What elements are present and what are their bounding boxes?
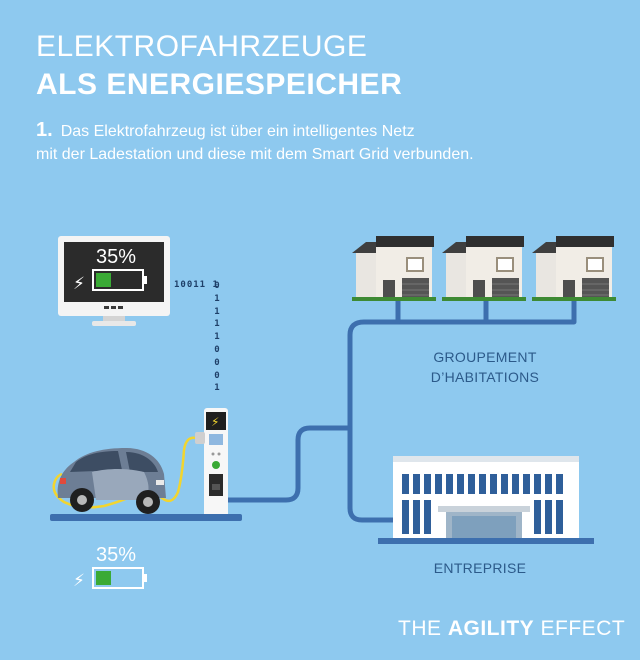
car-battery-charge-label: 35% [96,544,137,566]
monitor-bolt-icon: ⚡ [73,274,85,294]
data-stream-vertical: 0 1 1 1 1 0 0 0 1 [214,281,220,394]
station-link [225,425,353,503]
brand-suffix: EFFECT [534,617,626,640]
house-bus [395,297,577,325]
enterprise-building [378,456,594,544]
title-line-2: ALS ENERGIESPEICHER [36,68,403,101]
data-stream-horizontal: 10011 1 [174,280,219,290]
house-group [352,236,616,301]
car-battery: ⚡ [73,567,147,591]
battery-bolt-icon: ⚡ [73,571,85,591]
electric-car [57,448,166,514]
homes-label: GROUPEMENT D’HABITATIONS [405,347,565,387]
step-number: 1. [36,119,53,141]
brand-prefix: THE [398,617,448,640]
ground-line [50,514,242,521]
monitor-charge-label: 35% [96,246,137,268]
house-2 [442,236,526,301]
grid-wiring [225,297,577,523]
monitor: ⚡ [58,236,170,326]
station-bolt-icon: ⚡ [211,415,219,429]
house-1 [352,236,436,301]
title-line-1: ELEKTROFAHRZEUGE [36,30,368,63]
building-windows [402,474,563,534]
main-trunk [347,319,401,523]
house-3 [532,236,616,301]
monitor-battery-fill [96,273,111,287]
homes-label-line-2: D’HABITATIONS [430,369,540,385]
brand-logo: THE AGILITY EFFECT [398,617,625,641]
brand-strong: AGILITY [447,617,535,640]
step-line-1: Das Elektrofahrzeug ist über ein intelli… [60,123,415,140]
homes-label-line-1: GROUPEMENT [433,349,537,365]
enterprise-label: ENTREPRISE [433,560,527,576]
charging-station: ⚡ [204,408,228,520]
step-line-2: mit der Ladestation und diese mit dem Sm… [36,146,474,163]
car-battery-fill [96,571,111,585]
step-description: 1. Das Elektrofahrzeug ist über ein intel… [36,119,474,166]
